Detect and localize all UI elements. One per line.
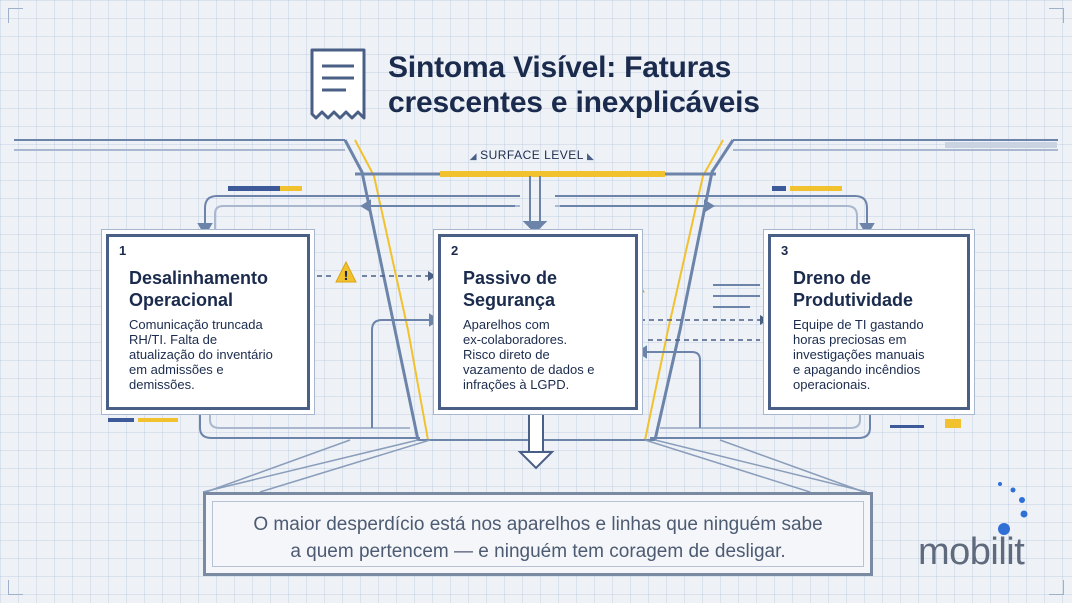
corner-mark	[1049, 580, 1064, 595]
card-body-line: demissões.	[129, 377, 195, 392]
card-body-line: e apagando incêndios	[793, 362, 921, 377]
card-body-line: horas preciosas em	[793, 332, 907, 347]
card-number: 2	[451, 243, 459, 258]
card-title: Passivo de Segurança	[463, 267, 557, 311]
dashed-connectors	[308, 275, 760, 341]
card-body-line: Risco direto de	[463, 347, 550, 362]
card-body-line: Aparelhos com	[463, 317, 550, 332]
card-title: Desalinhamento Operacional	[129, 267, 268, 311]
card-body-line: em admissões e	[129, 362, 224, 377]
card-body: Comunicação truncada RH/TI. Falta de atu…	[129, 317, 273, 392]
converging-lines	[202, 439, 868, 493]
card-body-line: investigações manuais	[793, 347, 925, 362]
card-title-line: Produtividade	[793, 290, 914, 310]
corner-mark	[1049, 8, 1064, 23]
card-body-line: RH/TI. Falta de	[129, 332, 218, 347]
bottom-message-line: O maior desperdício está nos aparelhos e…	[253, 514, 823, 535]
svg-text:!: !	[343, 269, 348, 283]
card-passivo-seguranca: 2 Passivo de Segurança Aparelhos com ex-…	[438, 234, 638, 410]
card-body-line: atualização do inventário	[129, 347, 273, 362]
card-body-line: infrações à LGPD.	[463, 377, 570, 392]
surface-level-label: ◢ SURFACE LEVEL ◣	[462, 148, 602, 162]
corner-mark	[8, 580, 23, 595]
page-title: Sintoma Visível: Faturas crescentes e in…	[388, 50, 828, 120]
card-desalinhamento: 1 Desalinhamento Operacional Comunicação…	[106, 234, 310, 410]
title-line-2: crescentes e inexplicáveis	[388, 86, 760, 119]
decorative-bars	[108, 186, 961, 428]
card-body: Aparelhos com ex-colaboradores. Risco di…	[463, 317, 595, 392]
surface-level-text: SURFACE LEVEL	[480, 148, 584, 162]
card-title: Dreno de Produtividade	[793, 267, 913, 311]
arrowhead	[760, 315, 768, 325]
right-loop-top	[555, 195, 875, 236]
bottom-message-line: a quem pertencem — e ninguém tem coragem…	[290, 541, 786, 562]
bottom-message-inner-border	[212, 501, 864, 567]
center-down-arrows	[360, 176, 715, 234]
brand-logo: mobilit	[918, 531, 1025, 573]
card-body-line: vazamento de dados e	[463, 362, 595, 377]
document-lines	[713, 284, 760, 308]
card-title-line: Desalinhamento	[129, 268, 269, 288]
card-body-line: operacionais.	[793, 377, 871, 392]
card-title-line: Segurança	[463, 290, 556, 310]
corner-mark	[8, 8, 23, 23]
card-body-line: Equipe de TI gastando	[793, 317, 924, 332]
card-body-line: ex-colaboradores.	[463, 332, 568, 347]
card-dreno-produtividade: 3 Dreno de Produtividade Equipe de TI ga…	[768, 234, 970, 410]
card-number: 1	[119, 243, 127, 258]
card-body-line: Comunicação truncada	[129, 317, 263, 332]
logo-dots	[998, 482, 1028, 535]
down-arrow-icon	[517, 407, 555, 470]
card-title-line: Dreno de	[793, 268, 872, 288]
bottom-message: O maior desperdício está nos aparelhos e…	[206, 511, 870, 565]
title-line-1: Sintoma Visível: Faturas	[388, 51, 732, 84]
left-loop-top	[197, 195, 520, 236]
warning-icon: !	[335, 260, 357, 283]
card-title-line: Operacional	[129, 290, 234, 310]
card-title-line: Passivo de	[463, 268, 558, 288]
right-loop-bottom	[636, 345, 871, 439]
left-loop-bottom	[199, 313, 440, 439]
receipt-icon	[310, 48, 366, 120]
card-body: Equipe de TI gastando horas preciosas em…	[793, 317, 925, 392]
arrowhead	[428, 271, 436, 281]
card-number: 3	[781, 243, 789, 258]
title-block: Sintoma Visível: Faturas crescentes e in…	[306, 46, 826, 126]
surface-marker-left: ◢	[469, 151, 481, 161]
surface-marker-right: ◣	[583, 151, 595, 161]
bottom-message-box: O maior desperdício está nos aparelhos e…	[203, 492, 873, 576]
surface-rail	[14, 139, 1058, 151]
